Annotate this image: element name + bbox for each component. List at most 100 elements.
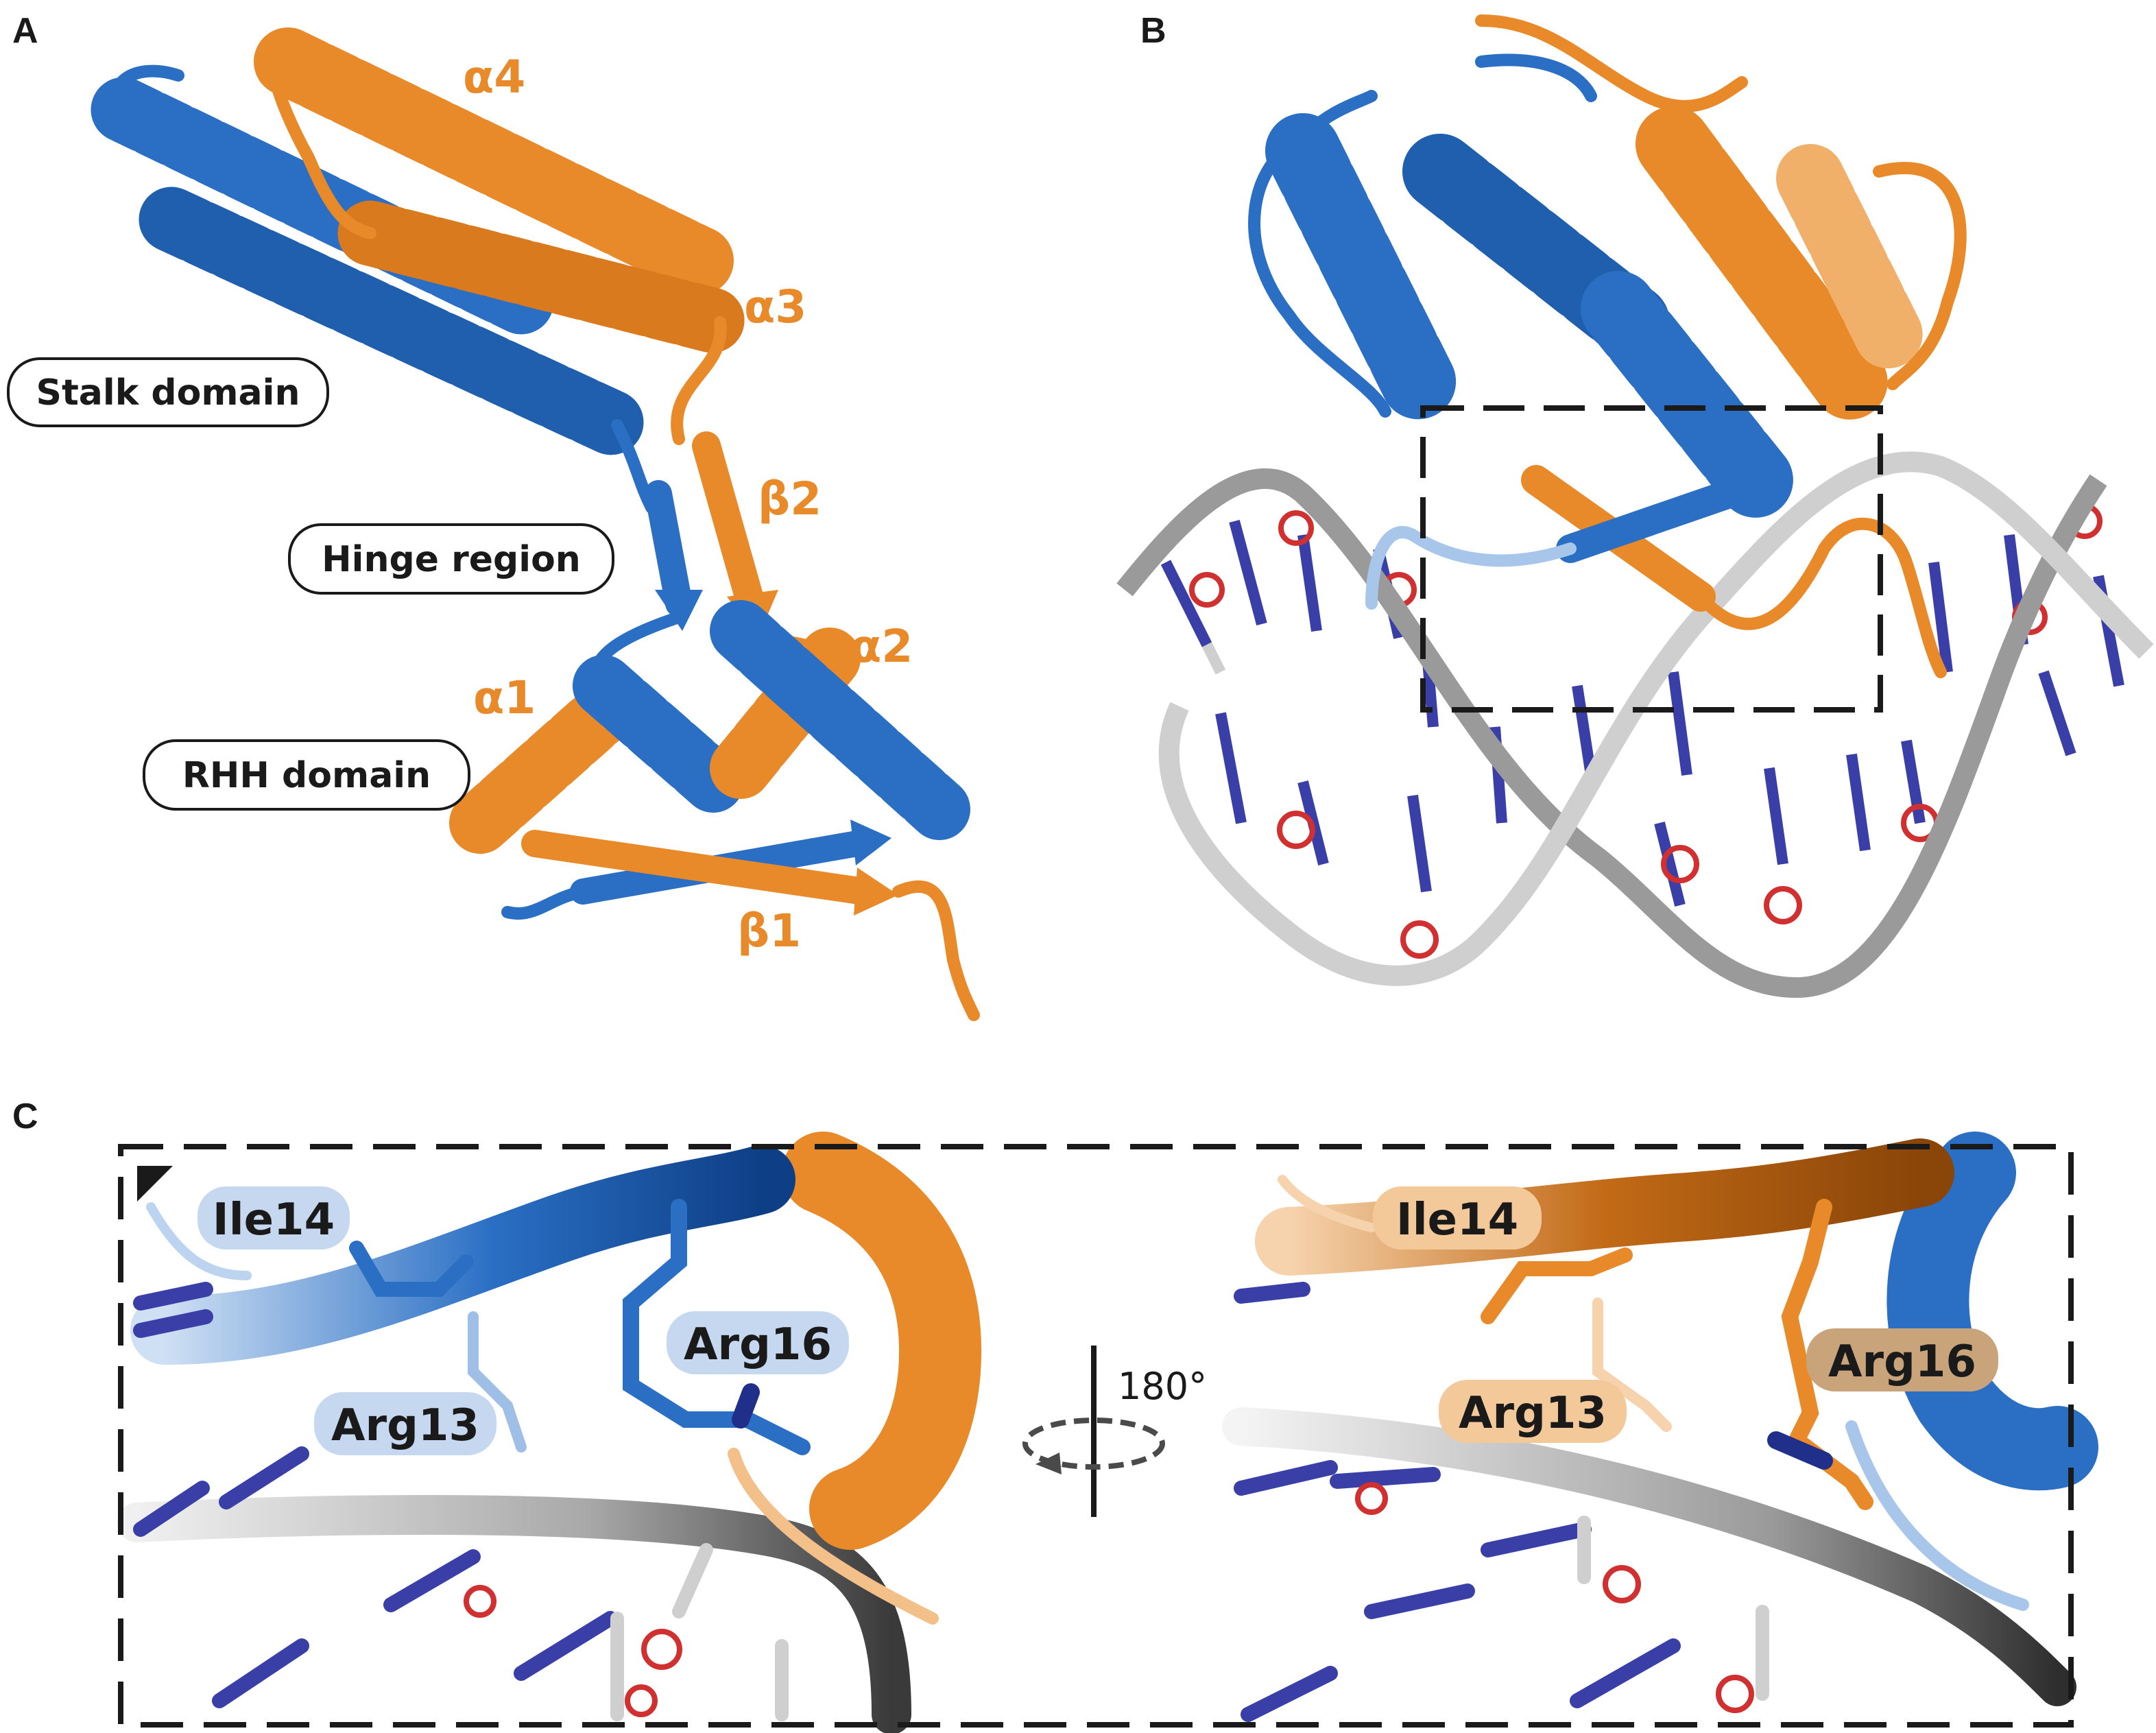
right-arg13-label: Arg13 bbox=[1459, 1388, 1607, 1439]
left-blue-strand-faint bbox=[146, 1202, 252, 1280]
left-arg16-tip bbox=[732, 1383, 760, 1429]
label-alpha4: α4 bbox=[463, 51, 525, 104]
blue-beta-strand bbox=[1556, 466, 1784, 563]
blue-rhh-helix-b bbox=[710, 600, 970, 840]
rotation-symbol: 180° bbox=[1022, 1346, 1207, 1517]
label-alpha1: α1 bbox=[473, 671, 536, 724]
left-base bbox=[133, 1481, 210, 1537]
orange-c-terminal-tail bbox=[892, 881, 980, 1021]
label-beta1: β1 bbox=[737, 905, 801, 957]
rhh-domain-label: RHH domain bbox=[182, 755, 431, 796]
right-oxygen bbox=[1716, 1675, 1754, 1713]
orange-hinge-loop bbox=[671, 316, 727, 445]
orange-alpha4-helix bbox=[254, 27, 734, 295]
orange-beta2-strand bbox=[692, 431, 765, 618]
left-ile14-tag: Ile14 bbox=[197, 1186, 350, 1250]
panel-a-letter: A bbox=[12, 11, 38, 51]
stalk-domain-label: Stalk domain bbox=[36, 372, 300, 414]
right-oxygen bbox=[1603, 1565, 1641, 1603]
right-oxygen bbox=[1355, 1482, 1388, 1515]
left-base bbox=[133, 1309, 213, 1338]
right-base bbox=[1330, 1467, 1441, 1489]
blue-rhh-helix-a bbox=[573, 655, 744, 813]
left-base bbox=[133, 1282, 213, 1311]
panel-b-letter: B bbox=[1140, 11, 1166, 51]
right-ile14-label: Ile14 bbox=[1396, 1195, 1518, 1245]
left-dna-backbone bbox=[117, 1494, 911, 1733]
dna-backbone-back bbox=[1158, 451, 2154, 986]
panel-a: A bbox=[7, 11, 980, 1021]
right-arg16-label: Arg16 bbox=[1828, 1337, 1976, 1387]
orange-alpha3-helix bbox=[337, 200, 753, 355]
hinge-region-label: Hinge region bbox=[322, 539, 581, 580]
left-orange-helix bbox=[782, 1132, 981, 1550]
orange-top-loop bbox=[267, 51, 376, 239]
panel-c-letter: C bbox=[12, 1097, 38, 1136]
right-base bbox=[1234, 1460, 1338, 1496]
blue-helix-1 bbox=[1265, 113, 1457, 422]
left-blue-strand bbox=[130, 1145, 795, 1365]
right-arg16-tip bbox=[1767, 1431, 1833, 1470]
blue-stalk-helix-lower bbox=[139, 187, 650, 458]
orange-helix-2 bbox=[1776, 144, 1927, 377]
label-beta2: β2 bbox=[758, 473, 822, 525]
blue-stalk-loop bbox=[111, 64, 184, 116]
blue-hinge-arrow bbox=[655, 590, 703, 631]
left-ile14-sidechain bbox=[349, 1241, 474, 1297]
panel-c-frame bbox=[118, 1144, 2074, 1728]
right-base bbox=[1481, 1522, 1592, 1557]
right-arg16-sidechain bbox=[1781, 1199, 1873, 1510]
label-alpha3: α3 bbox=[744, 280, 806, 333]
left-arg13-label: Arg13 bbox=[331, 1400, 479, 1451]
right-arg13-tag: Arg13 bbox=[1439, 1380, 1627, 1443]
left-base bbox=[212, 1638, 309, 1708]
left-base bbox=[514, 1611, 618, 1681]
rotation-angle-label: 180° bbox=[1118, 1365, 1207, 1408]
left-base bbox=[383, 1549, 481, 1612]
blue-n-tail bbox=[1475, 53, 1597, 102]
hinge-region-callout: Hinge region bbox=[288, 523, 614, 595]
blue-helix-3 bbox=[1581, 271, 1793, 518]
panel-a-structure bbox=[91, 27, 980, 1021]
blue-c-terminal-tail bbox=[501, 885, 589, 920]
right-base bbox=[1364, 1583, 1475, 1619]
left-arg13-tag: Arg13 bbox=[314, 1392, 496, 1455]
right-orange-faint-loop bbox=[1278, 1175, 1376, 1232]
right-ile14-sidechain bbox=[1481, 1247, 1633, 1324]
blue-beta1-arrow bbox=[850, 820, 891, 865]
panel-b: B bbox=[1116, 11, 2154, 999]
orange-alpha1-helix bbox=[449, 682, 634, 854]
left-sugar bbox=[672, 1543, 713, 1618]
panel-c-right-view bbox=[1222, 1132, 2098, 1722]
right-blue-loop bbox=[1845, 1420, 2029, 1611]
blue-hinge-strand bbox=[645, 480, 693, 617]
left-corner-wedge bbox=[137, 1166, 173, 1202]
panel-c: C bbox=[12, 1097, 2098, 1733]
orange-helix-1 bbox=[1636, 106, 1889, 422]
left-arg16-tag: Arg16 bbox=[667, 1311, 849, 1374]
stalk-domain-callout: Stalk domain bbox=[7, 357, 329, 427]
orange-loop-right bbox=[1873, 162, 1967, 390]
orange-groove-loop bbox=[1694, 517, 1947, 678]
panel-b-protein bbox=[1248, 14, 1967, 678]
blue-loop-top bbox=[1297, 90, 1378, 143]
blue-loop-left bbox=[1248, 131, 1391, 418]
right-arg16-tag: Arg16 bbox=[1806, 1328, 1998, 1391]
panel-b-zoom-box bbox=[1420, 405, 1883, 713]
label-alpha2: α2 bbox=[850, 620, 913, 673]
right-base bbox=[1234, 1282, 1310, 1304]
right-arg13-sidechain bbox=[1592, 1298, 1672, 1432]
right-ile14-tag: Ile14 bbox=[1373, 1186, 1542, 1250]
left-base bbox=[219, 1446, 309, 1509]
orange-n-tail bbox=[1475, 14, 1748, 112]
panel-c-left-view bbox=[117, 1132, 981, 1733]
left-orange-loop bbox=[728, 1448, 939, 1625]
left-oxygen bbox=[625, 1684, 658, 1717]
rhh-domain-callout: RHH domain bbox=[143, 739, 470, 811]
left-oxygen bbox=[464, 1585, 496, 1618]
blue-groove-loop bbox=[1365, 526, 1577, 610]
right-base bbox=[1570, 1638, 1681, 1708]
right-blue-helix bbox=[1887, 1132, 2098, 1491]
right-dna-backbone bbox=[1222, 1407, 2076, 1706]
